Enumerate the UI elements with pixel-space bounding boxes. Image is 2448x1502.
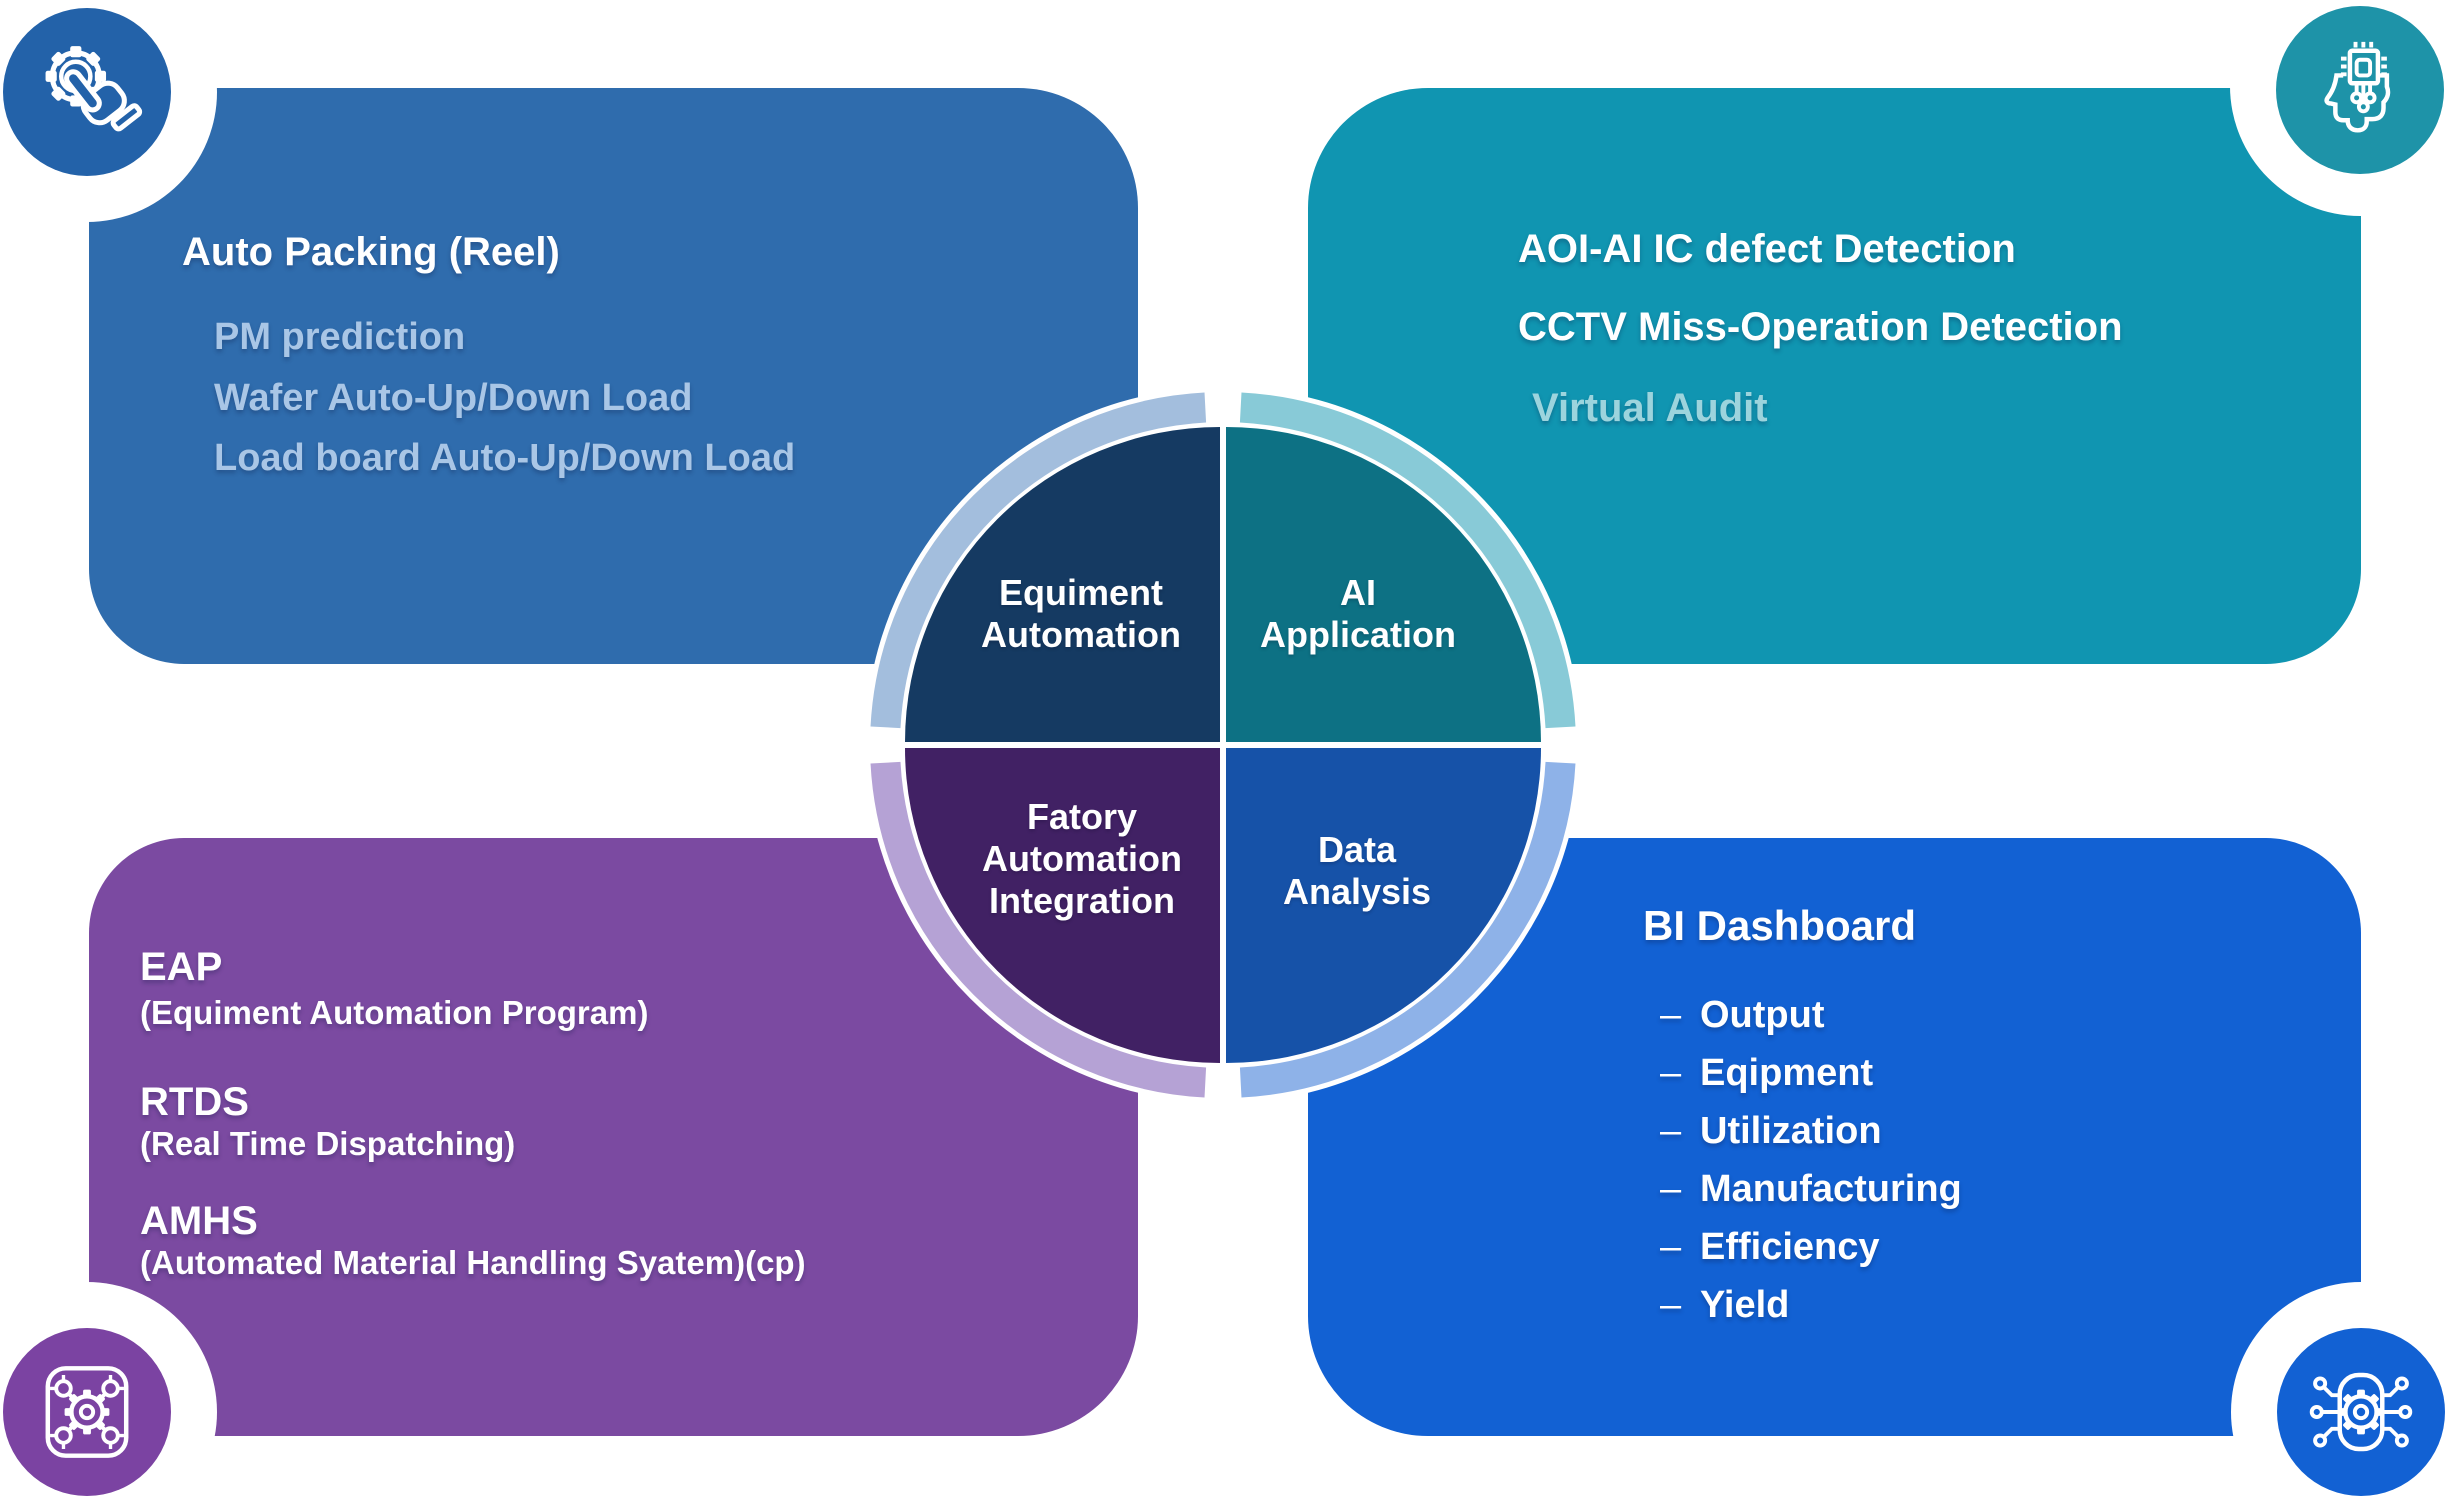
bi-item-label: Manufacturing: [1700, 1168, 1962, 1210]
cctv-miss-operation-line: CCTV Miss-Operation Detection: [1518, 305, 2123, 349]
ring-arc-factory-automation: [870, 761, 1207, 1098]
wheel-quadrant-factory-automation: [905, 748, 1220, 1063]
bi-dashboard-item: – Efficiency: [1660, 1227, 1880, 1267]
ring-arc-ai-application: [1239, 392, 1576, 729]
bi-dashboard-item: – Eqipment: [1660, 1053, 1873, 1093]
eap-full-name: (Equiment Automation Program): [140, 994, 649, 1031]
wheel-label-equipment-automation: Equiment Automation: [981, 572, 1181, 655]
ai-head-chip-icon: [2324, 41, 2391, 133]
bi-dashboard-item: – Output: [1660, 995, 1825, 1035]
network-gear-icon: [45, 1366, 129, 1458]
wheel-quadrant-equipment-automation: [905, 427, 1220, 742]
bi-item-label: Utilization: [1700, 1110, 1882, 1152]
center-wheel: [870, 392, 1576, 1098]
bullet-dash: –: [1660, 1052, 1682, 1094]
bi-dashboard-item: – Utilization: [1660, 1111, 1882, 1151]
virtual-audit-line: Virtual Audit: [1532, 386, 1768, 430]
aoi-ai-defect-detection-line: AOI-AI IC defect Detection: [1518, 227, 2016, 271]
bi-item-label: Output: [1700, 994, 1825, 1036]
bullet-dash: –: [1660, 1284, 1682, 1326]
badge-equipment-automation: [3, 8, 171, 176]
auto-packing-item: PM prediction: [214, 316, 466, 358]
ring-arc-equipment-automation: [870, 392, 1207, 729]
bullet-dash: –: [1660, 1110, 1682, 1152]
bi-dashboard-item: – Yield: [1660, 1285, 1789, 1325]
bi-dashboard-item: – Manufacturing: [1660, 1169, 1962, 1209]
wheel-quadrant-data-analysis: [1226, 748, 1541, 1063]
bi-item-label: Eqipment: [1700, 1052, 1874, 1094]
auto-packing-title: Auto Packing (Reel): [182, 230, 560, 274]
bi-dashboard-title: BI Dashboard: [1643, 902, 1917, 949]
bullet-dash: –: [1660, 994, 1682, 1036]
wheel-quadrant-ai-application: [1226, 427, 1541, 742]
wheel-label-factory-automation: Fatory Automation Integration: [982, 796, 1182, 921]
rtds-full-name: (Real Time Dispatching): [140, 1125, 516, 1162]
bullet-dash: –: [1660, 1226, 1682, 1268]
wheel-label-data-analysis: Data Analysis: [1282, 829, 1432, 912]
bi-item-label: Efficiency: [1700, 1226, 1880, 1268]
badge-data-analysis: [2277, 1328, 2445, 1496]
rtds-abbr: RTDS: [140, 1080, 249, 1124]
auto-packing-item: Load board Auto-Up/Down Load: [214, 437, 796, 479]
badge-ai-application: [2276, 6, 2444, 174]
bullet-dash: –: [1660, 1168, 1682, 1210]
gear-click-icon: [45, 46, 143, 132]
ring-arc-data-analysis: [1239, 761, 1576, 1098]
wheel-label-ai-application: AI Application: [1260, 572, 1456, 655]
badge-factory-automation: [3, 1328, 171, 1496]
auto-packing-item: Wafer Auto-Up/Down Load: [214, 377, 693, 419]
amhs-full-name: (Automated Material Handling Syatem)(cp): [140, 1244, 806, 1281]
chip-gear-circuit-icon: [2309, 1372, 2413, 1452]
bi-item-label: Yield: [1700, 1284, 1790, 1326]
amhs-abbr: AMHS: [140, 1199, 258, 1243]
eap-abbr: EAP: [140, 945, 223, 989]
